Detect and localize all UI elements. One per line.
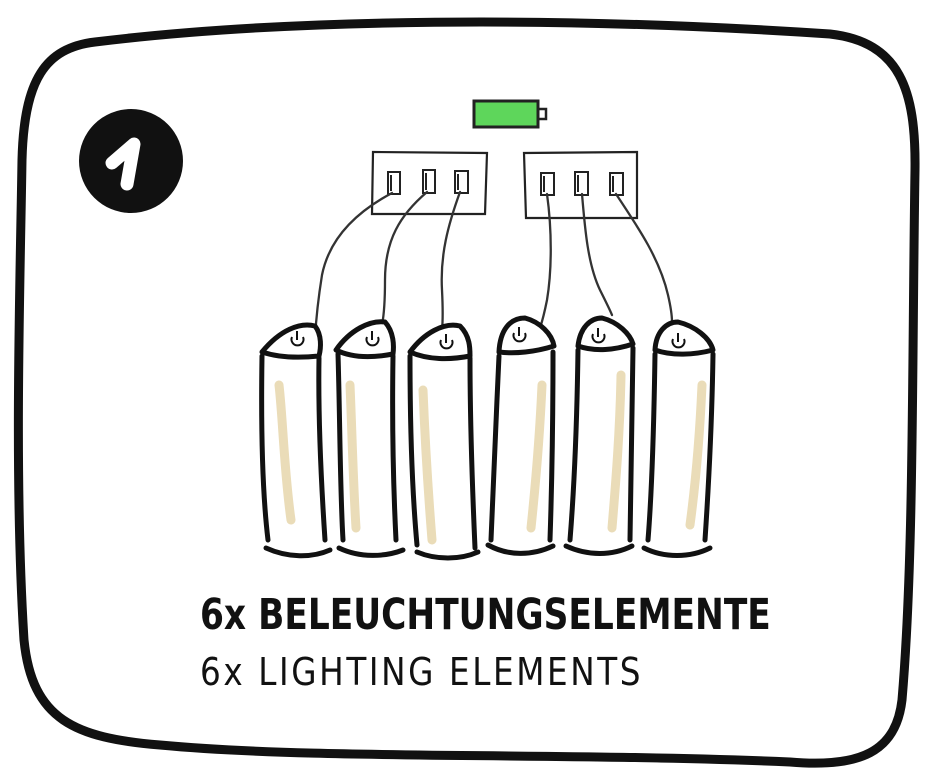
candle-light-element-1 <box>259 322 333 559</box>
connector-plug-icon <box>454 170 469 194</box>
caption-german: 6x BELEUCHTUNGSELEMENTE <box>200 590 771 640</box>
power-symbol-icon <box>439 334 454 350</box>
connector-plug-icon <box>387 171 401 195</box>
power-symbol-icon <box>512 327 527 343</box>
step-number-badge: 1 <box>79 109 183 213</box>
cable <box>580 192 614 317</box>
junction-box-right <box>522 150 639 220</box>
power-symbol-icon <box>290 331 305 347</box>
cable <box>538 192 552 330</box>
candle-light-element-5 <box>563 315 636 556</box>
cable <box>440 190 462 332</box>
candle-row <box>259 315 716 561</box>
connector-plug-icon <box>540 172 555 196</box>
power-symbol-icon <box>591 328 606 344</box>
candle-light-element-3 <box>407 322 481 561</box>
cable <box>313 191 394 340</box>
connector-plug-icon <box>574 171 589 196</box>
card-frame <box>13 17 920 768</box>
connector-plugs <box>387 169 624 196</box>
cables <box>313 190 674 340</box>
connector-plug-icon <box>422 169 436 194</box>
power-symbol-icon <box>671 333 686 349</box>
cable <box>614 192 674 324</box>
caption-english: 6x LIGHTING ELEMENTS <box>200 650 644 694</box>
junction-box-left <box>370 150 489 216</box>
connector-plug-icon <box>609 172 624 196</box>
candle-light-element-6 <box>641 319 716 558</box>
power-symbol-icon <box>365 331 380 347</box>
battery-icon <box>472 99 548 129</box>
candle-light-element-2 <box>333 319 406 558</box>
cable <box>380 190 429 327</box>
candle-light-element-4 <box>485 315 557 556</box>
